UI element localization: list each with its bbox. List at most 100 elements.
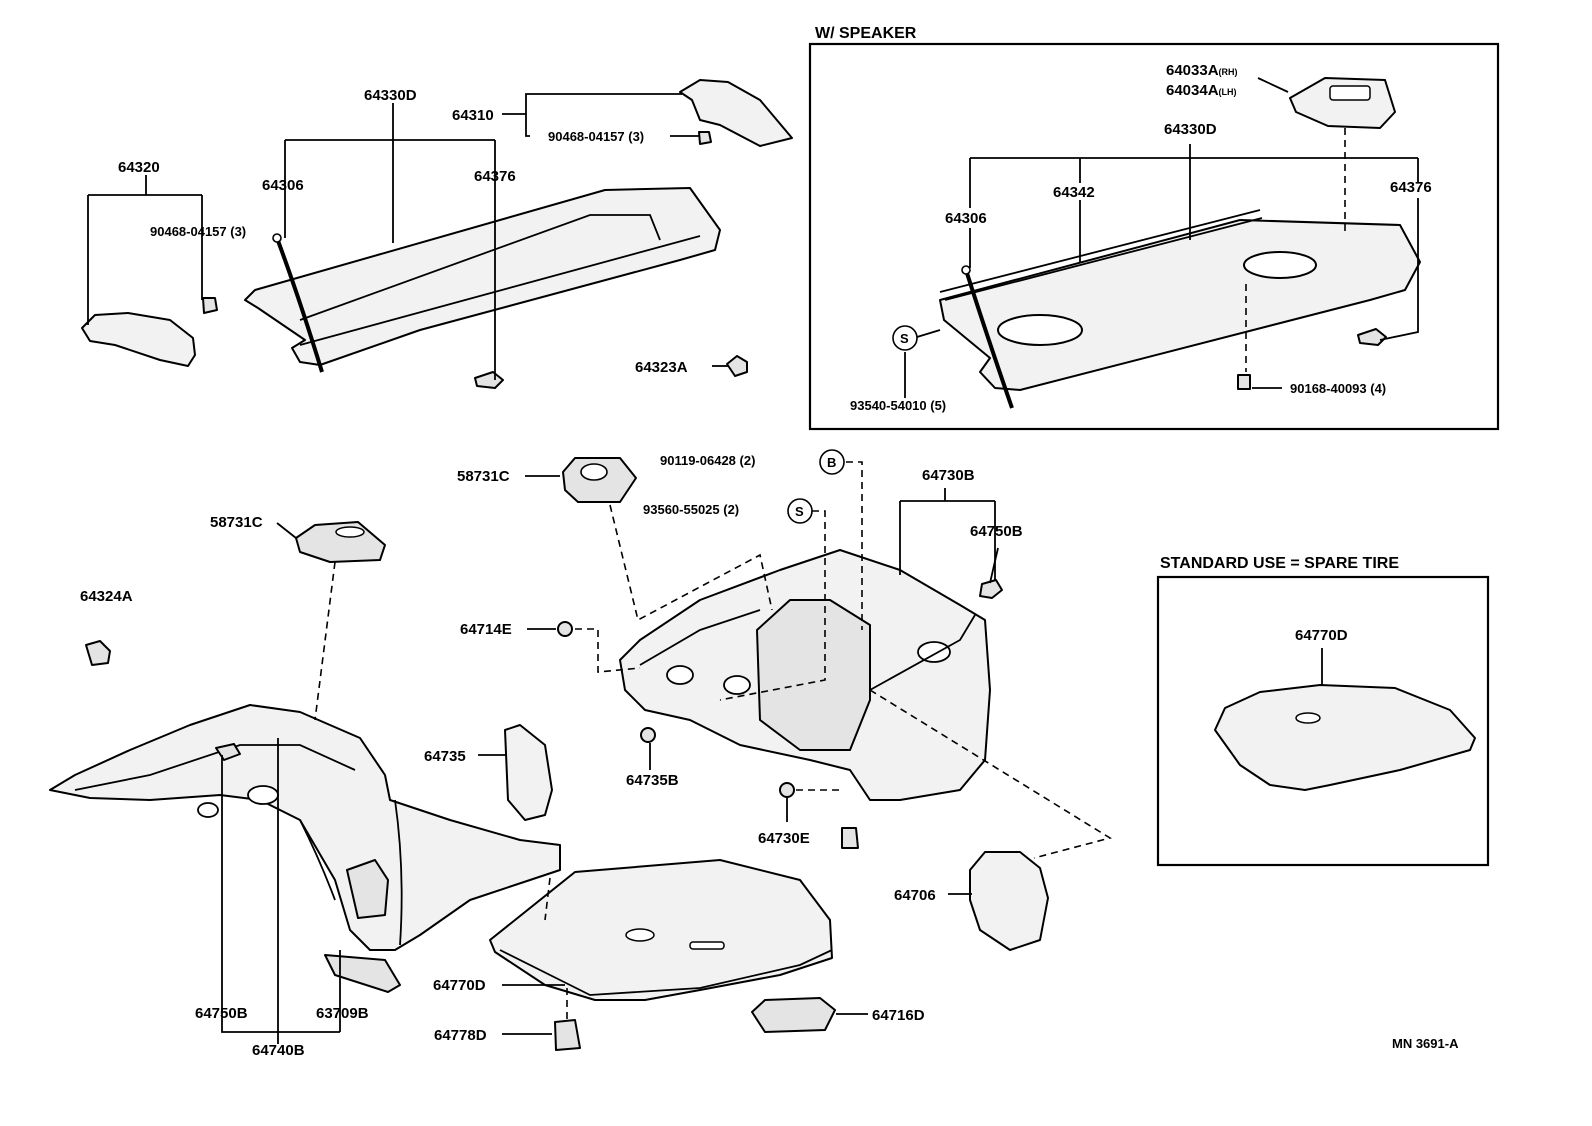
label-64716d: 64716D	[872, 1007, 925, 1024]
label-93540: 93540-54010 (5)	[850, 398, 946, 413]
side-cover-64320	[81, 312, 196, 367]
label-63709b: 63709B	[316, 1005, 369, 1022]
label-64770d-floor: 64770D	[433, 977, 486, 994]
seatbelt-64306-speaker	[964, 269, 1014, 409]
spare-tire-cover-hole	[1295, 712, 1321, 724]
label-64778d: 64778D	[434, 1027, 487, 1044]
b-symbol	[819, 449, 845, 475]
leader-64330d	[284, 103, 496, 380]
diagram-id: MN 3691-A	[1392, 1036, 1459, 1051]
trunk-trim-pocket	[346, 859, 389, 919]
leader-64033a	[1257, 77, 1289, 93]
clip-64376-left	[474, 371, 504, 389]
label-64750b-left: 64750B	[195, 1005, 248, 1022]
fastener-64730e	[779, 782, 795, 798]
label-64740b: 64740B	[252, 1042, 305, 1059]
bracket-64310	[679, 79, 793, 147]
spare-tire-box	[1156, 575, 1490, 867]
leader-s-clip	[916, 329, 941, 338]
label-64706: 64706	[894, 887, 936, 904]
label-64730e: 64730E	[758, 830, 810, 847]
leader-64730b	[899, 488, 996, 580]
dash-90119	[846, 461, 863, 630]
dash-64706	[869, 689, 1113, 859]
dash-93560	[719, 510, 826, 701]
tray-front-edge	[299, 235, 701, 346]
trunk-trim-hole-2	[197, 802, 219, 818]
label-58731c-center: 58731C	[457, 468, 510, 485]
dash-58731c-left	[314, 561, 336, 721]
s-symbol-speaker-letter: S	[900, 331, 909, 346]
label-64306-left: 64306	[262, 177, 304, 194]
floor-mat-hole	[625, 928, 655, 942]
bracket-63709b	[324, 954, 401, 993]
speaker-box-header: W/ SPEAKER	[815, 25, 917, 42]
label-64323a: 64323A	[635, 359, 688, 376]
label-64033a: 64033A(RH)	[1166, 62, 1238, 79]
fastener-64714e	[557, 621, 573, 637]
label-64330d-left: 64330D	[364, 87, 417, 104]
label-64750b-right: 64750B	[970, 523, 1023, 540]
s-symbol-speaker	[892, 325, 918, 351]
speaker-tray-strip	[939, 209, 1263, 301]
s-symbol-trunk-letter: S	[795, 504, 804, 519]
speaker-cover-grille	[1329, 85, 1371, 101]
bracket-64730e-lower	[841, 827, 859, 849]
clip-64376-right	[1357, 328, 1387, 346]
label-93560: 93560-55025 (2)	[643, 502, 739, 517]
cover-58731c-left-hole	[335, 526, 365, 538]
label-64034a: 64034A(LH)	[1166, 82, 1237, 99]
trunk-trim-64740b	[49, 704, 561, 951]
clip-64750b-right	[979, 579, 1003, 599]
leader-64750b-right	[989, 547, 999, 584]
leader-64320	[87, 175, 203, 325]
spare-tire-housing	[756, 599, 871, 751]
leader-speaker-top	[969, 157, 1419, 341]
trunk-trim-hole-1	[247, 785, 279, 805]
label-64770d-spare: 64770D	[1295, 627, 1348, 644]
trim-hole-1	[666, 665, 694, 685]
floor-mat-edge	[499, 949, 833, 996]
b-symbol-letter: B	[827, 455, 836, 470]
label-64330d-right: 64330D	[1164, 121, 1217, 138]
package-tray-speaker	[939, 219, 1421, 391]
clip-64323a	[726, 355, 748, 377]
leader-58731c-left	[276, 522, 297, 539]
grommet	[272, 233, 282, 243]
label-64320: 64320	[118, 159, 160, 176]
label-64735b: 64735B	[626, 772, 679, 789]
panel-64706	[969, 851, 1049, 951]
floor-mat-slot	[689, 941, 725, 950]
label-64342: 64342	[1053, 184, 1095, 201]
trim-hole-3	[917, 641, 951, 663]
trunk-rim	[639, 609, 976, 691]
dash-64714e	[575, 628, 641, 673]
spare-tire-cover-64770d	[1214, 684, 1476, 791]
label-90168: 90168-40093 (4)	[1290, 381, 1386, 396]
clip-90468-left	[202, 297, 218, 314]
tag-64778d	[554, 1019, 581, 1051]
label-64376-right: 64376	[1390, 179, 1432, 196]
clip-64324a	[85, 640, 111, 666]
trim-hole-2	[723, 675, 751, 695]
cover-58731c-center-hole	[580, 463, 608, 481]
handle-64716d	[751, 997, 836, 1033]
label-64324a: 64324A	[80, 588, 133, 605]
label-90468-right: 90468-04157 (3)	[548, 129, 644, 144]
leader-64740b	[221, 738, 341, 1044]
floor-mat-64770d	[489, 859, 833, 1001]
clip-90468-right	[698, 131, 712, 145]
label-90468-left: 90468-04157 (3)	[150, 224, 246, 239]
screw-90168	[1237, 374, 1251, 390]
label-64310: 64310	[452, 107, 494, 124]
package-tray-64330d	[244, 187, 721, 366]
spare-tire-box-header: STANDARD USE = SPARE TIRE	[1160, 555, 1399, 572]
label-64735: 64735	[424, 748, 466, 765]
side-panel-64735	[504, 724, 553, 821]
speaker-hole-right	[1243, 251, 1317, 279]
label-64376-left: 64376	[474, 168, 516, 185]
label-58731c-left: 58731C	[210, 514, 263, 531]
label-64714e: 64714E	[460, 621, 512, 638]
